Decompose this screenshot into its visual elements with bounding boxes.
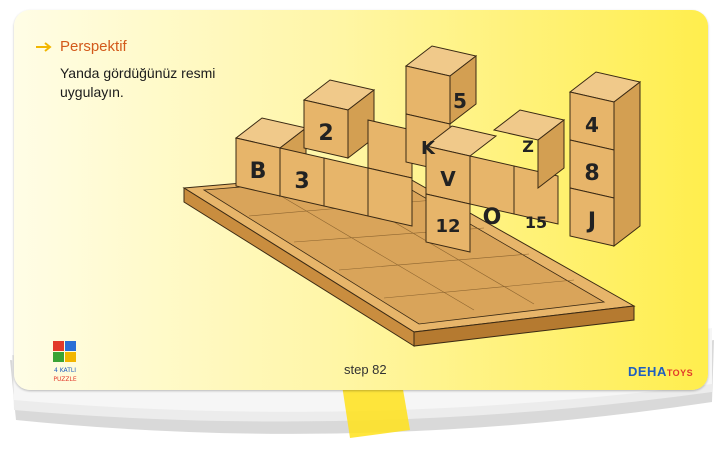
brand-logo: DEHATOYS	[628, 364, 693, 379]
step-label: step 82	[344, 362, 387, 377]
block-letter: 4	[585, 113, 599, 137]
arrow-icon	[36, 42, 52, 52]
block-letter: B	[250, 159, 267, 184]
puzzle-logo: 4 KATLI PUZZLE	[53, 341, 77, 383]
svg-text:4 KATLI: 4 KATLI	[54, 367, 76, 374]
block-letter: 2	[318, 121, 333, 146]
block-letter: 3	[294, 169, 309, 194]
brand-name: DEHA	[628, 364, 667, 379]
brand-suffix: TOYS	[666, 368, 694, 378]
block-letter: K	[421, 138, 436, 159]
svg-text:PUZZLE: PUZZLE	[53, 376, 76, 383]
card-title: Perspektif	[60, 38, 127, 55]
instruction-text: Yanda gördüğünüz resmi uygulayın.	[60, 65, 216, 100]
block-number: 12	[435, 216, 460, 237]
block-number: 15	[525, 213, 547, 232]
block-letter: V	[440, 167, 456, 191]
block-letter: Z	[522, 137, 534, 156]
instruction-card: Perspektif Yanda gördüğünüz resmi uygula…	[14, 10, 708, 390]
block-number: 8	[584, 161, 599, 186]
puzzle-illustration: B 3 2 K 5 4 V 12 O 15 8 J Z	[182, 45, 642, 347]
block-letter: 5	[453, 89, 467, 113]
block-letter: J	[586, 209, 596, 234]
block-letter: O	[483, 205, 502, 230]
